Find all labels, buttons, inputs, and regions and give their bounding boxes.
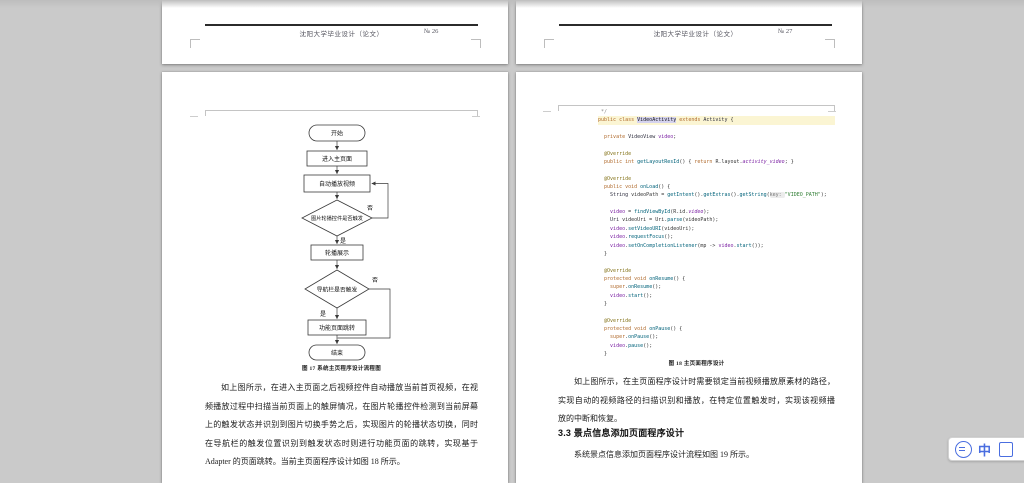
section-heading-3-3: 3.3 景点信息添加页面程序设计	[558, 428, 685, 438]
flow-carousel-decision	[301, 199, 373, 237]
code-line: video.setVideoURI(videoUri);	[610, 225, 695, 232]
code-line: video.requestFocus();	[610, 234, 674, 241]
text-line: 上的触发状态并识别到图片切换手势之后，实现图片的轮播状态切换，同时	[205, 420, 478, 429]
text-boundary-mark	[471, 39, 481, 48]
code-line	[598, 141, 835, 149]
ime-chinese-mode-button[interactable]: 中	[978, 442, 992, 458]
flow-nav-decision-label: 导航栏是否触发	[317, 286, 358, 294]
code-line: video.start();	[610, 292, 653, 299]
code-line	[598, 200, 835, 208]
code-line	[598, 125, 835, 133]
text-boundary-top	[558, 105, 835, 112]
figure-17-caption: 图 17 系统主页程序设计流程图	[301, 366, 382, 372]
code-line: video = findViewById(R.id.video);	[610, 209, 710, 216]
flow-jump-label: 功能页面跳转	[319, 324, 355, 332]
flow-no-loop-nav	[337, 288, 391, 339]
code-line: }	[598, 250, 608, 257]
code-line: Uri videoUri = Uri.parse(videoPath);	[610, 217, 719, 224]
code-line: super.onPause();	[610, 334, 659, 341]
text-line: 放的中断和恢复。	[558, 414, 622, 423]
text-line: 频播放过程中扫描当前页面上的触屏情况，在图片轮播控件检测到当前屏幕	[205, 401, 478, 411]
ime-logo-icon[interactable]	[955, 440, 972, 458]
text-line: 如上图所示，在进入主页面之后视频控件自动播放当前首页视频，在视	[221, 383, 478, 392]
page-27-bottom[interactable]: 沈阳大学毕业设计（论文） № 27	[516, 0, 862, 64]
code-line: protected void onResume() {	[604, 275, 686, 282]
body-paragraph: 系统景点信息添加页面程序设计流程如图 19 所示。	[574, 450, 754, 459]
text-boundary-mark	[472, 116, 480, 124]
code-line: }	[598, 350, 608, 357]
flow-carousel-decision-label: 图片轮播控件是否触发	[311, 214, 363, 222]
text-boundary-mark	[190, 116, 198, 124]
code-line: video.setOnCompletionListener(mp -> vide…	[610, 242, 764, 249]
flow-no-label: 否	[372, 277, 378, 284]
flow-autoplay-node	[303, 174, 371, 193]
code-line: @Override	[604, 267, 632, 274]
flow-end-label: 结束	[331, 349, 343, 357]
page-26-bottom[interactable]: 沈阳大学毕业设计（论文） № 26	[162, 0, 508, 64]
flow-no-label: 否	[367, 205, 373, 212]
code-line: @Override	[604, 317, 632, 324]
text-line: Adapter 的页面跳转。当前主页面程序设计如图 18 所示。	[205, 457, 405, 466]
text-line: 如上图所示，在主页面程序设计时需要锁定当前视频播放原素材的路径，	[574, 377, 835, 386]
flow-yes-label: 是	[340, 238, 346, 245]
ime-status-bar[interactable]: 中	[948, 437, 1024, 461]
footer-title: 沈阳大学毕业设计（论文）	[299, 31, 384, 38]
page-code[interactable]: */public class VideoActivity extends Act…	[516, 72, 862, 483]
flow-nav-decision	[304, 269, 370, 309]
footer-rule	[205, 24, 478, 26]
flow-enter-label: 进入主页面	[322, 155, 352, 163]
flow-autoplay-label: 自动播放视频	[319, 180, 355, 188]
flow-start-node	[308, 124, 366, 142]
flow-start-label: 开始	[331, 130, 343, 138]
code-line: public void onLoad() {	[604, 184, 671, 191]
figure-18-caption: 图 18 主页面程序设计	[668, 361, 725, 367]
text-boundary-top	[205, 110, 478, 117]
text-boundary-mark	[828, 111, 836, 119]
body-paragraph: 如上图所示，在进入主页面之后视频控件自动播放当前首页视频，在视频播放过程中扫描当…	[205, 379, 478, 472]
code-line: public int getLayoutResId() { return R.l…	[604, 159, 794, 166]
code-line	[598, 258, 835, 266]
flow-enter-node	[306, 150, 368, 167]
text-boundary-mark	[825, 39, 835, 48]
code-line: @Override	[604, 175, 632, 182]
flow-end-node	[308, 344, 366, 361]
footer-page-number: № 26	[424, 28, 439, 35]
footer-title: 沈阳大学毕业设计（论文）	[653, 31, 738, 38]
footer-page-number: № 27	[778, 28, 793, 35]
code-line: */	[598, 109, 608, 115]
window-top-shadow	[0, 0, 1024, 8]
flow-carousel-node	[310, 244, 364, 261]
flow-yes-label: 是	[320, 311, 326, 318]
text-boundary-mark	[190, 39, 200, 48]
footer-rule	[559, 24, 832, 26]
code-line: video.pause();	[610, 342, 653, 349]
code-line: }	[598, 300, 608, 307]
code-line: String videoPath = getIntent().getExtras…	[610, 192, 827, 199]
text-line: 在导航栏的触发位置识别到触发状态时则进行功能页面的跳转，实现基于	[205, 438, 478, 448]
page-flowchart[interactable]: 开始 进入主页面 自动播放视频 图片轮播控件是否触发 否 是 轮播展示 导航栏是…	[162, 72, 508, 483]
code-listing: */public class VideoActivity extends Act…	[598, 108, 835, 358]
code-line: private VideoView video;	[604, 134, 677, 141]
code-line	[598, 308, 835, 316]
flow-carousel-label: 轮播展示	[325, 249, 349, 257]
text-boundary-mark	[544, 39, 554, 48]
flowchart-figure: 开始 进入主页面 自动播放视频 图片轮播控件是否触发 否 是 轮播展示 导航栏是…	[301, 124, 391, 361]
ime-next-icon[interactable]	[999, 441, 1014, 457]
code-line: super.onResume();	[610, 284, 662, 291]
code-line	[598, 166, 835, 174]
code-line: public class VideoActivity extends Activ…	[598, 116, 835, 125]
text-boundary-mark	[543, 111, 551, 119]
code-line: @Override	[604, 150, 632, 157]
code-line: protected void onPause() {	[604, 325, 683, 332]
flow-jump-node	[307, 319, 367, 336]
text-line: 实现自动的视频路径的扫描识别和播放，在特定位置触发时，实现该视频播	[558, 395, 835, 405]
flow-no-loop-carousel	[371, 181, 389, 219]
body-paragraph: 如上图所示，在主页面程序设计时需要锁定当前视频播放原素材的路径， 实现自动的视频路…	[558, 373, 835, 429]
